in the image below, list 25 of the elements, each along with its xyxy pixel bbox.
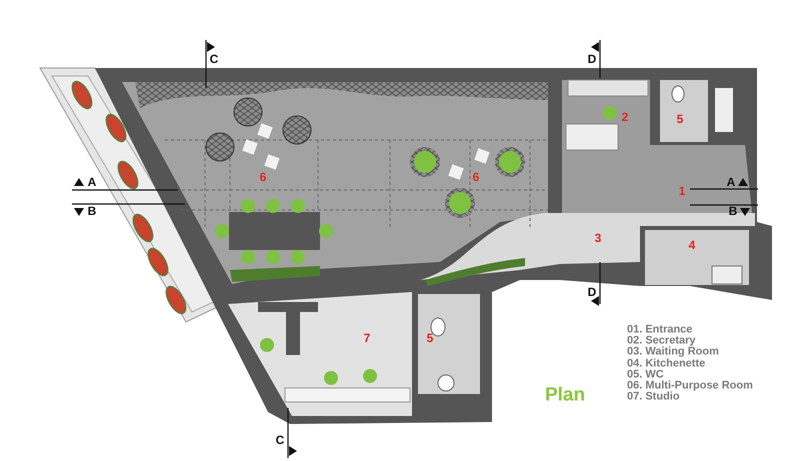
section-letter: C	[276, 434, 284, 446]
section-letter: C	[210, 53, 218, 65]
section-letter: D	[588, 53, 596, 65]
legend-entry: 07. Studio	[627, 392, 680, 402]
room-number: 5	[426, 332, 434, 344]
legend-entry: 04. Kitchenette	[627, 358, 706, 370]
section-letter: B	[88, 205, 96, 217]
room-number: 3	[594, 232, 602, 244]
legend-entry: 01. Entrance	[627, 324, 692, 336]
plan-title: Plan	[544, 386, 586, 404]
legend-entry: 02. Secretary	[627, 336, 696, 346]
section-letter: A	[88, 176, 96, 188]
legend-entry: 03. Waiting Room	[627, 346, 719, 358]
room-number: 6	[472, 171, 480, 183]
room-number: 7	[364, 332, 370, 344]
room-number: 4	[688, 239, 696, 251]
room-number: 1	[678, 185, 686, 197]
room-number: 6	[260, 171, 266, 183]
section-letter: D	[588, 286, 596, 298]
section-letter: B	[728, 205, 738, 217]
room-number: 2	[622, 111, 628, 123]
room-number: 5	[676, 113, 684, 125]
legend-entry: 06. Multi-Purpose Room	[627, 380, 753, 392]
legend-entry: 05. WC	[627, 370, 664, 380]
section-letter: A	[726, 176, 736, 188]
